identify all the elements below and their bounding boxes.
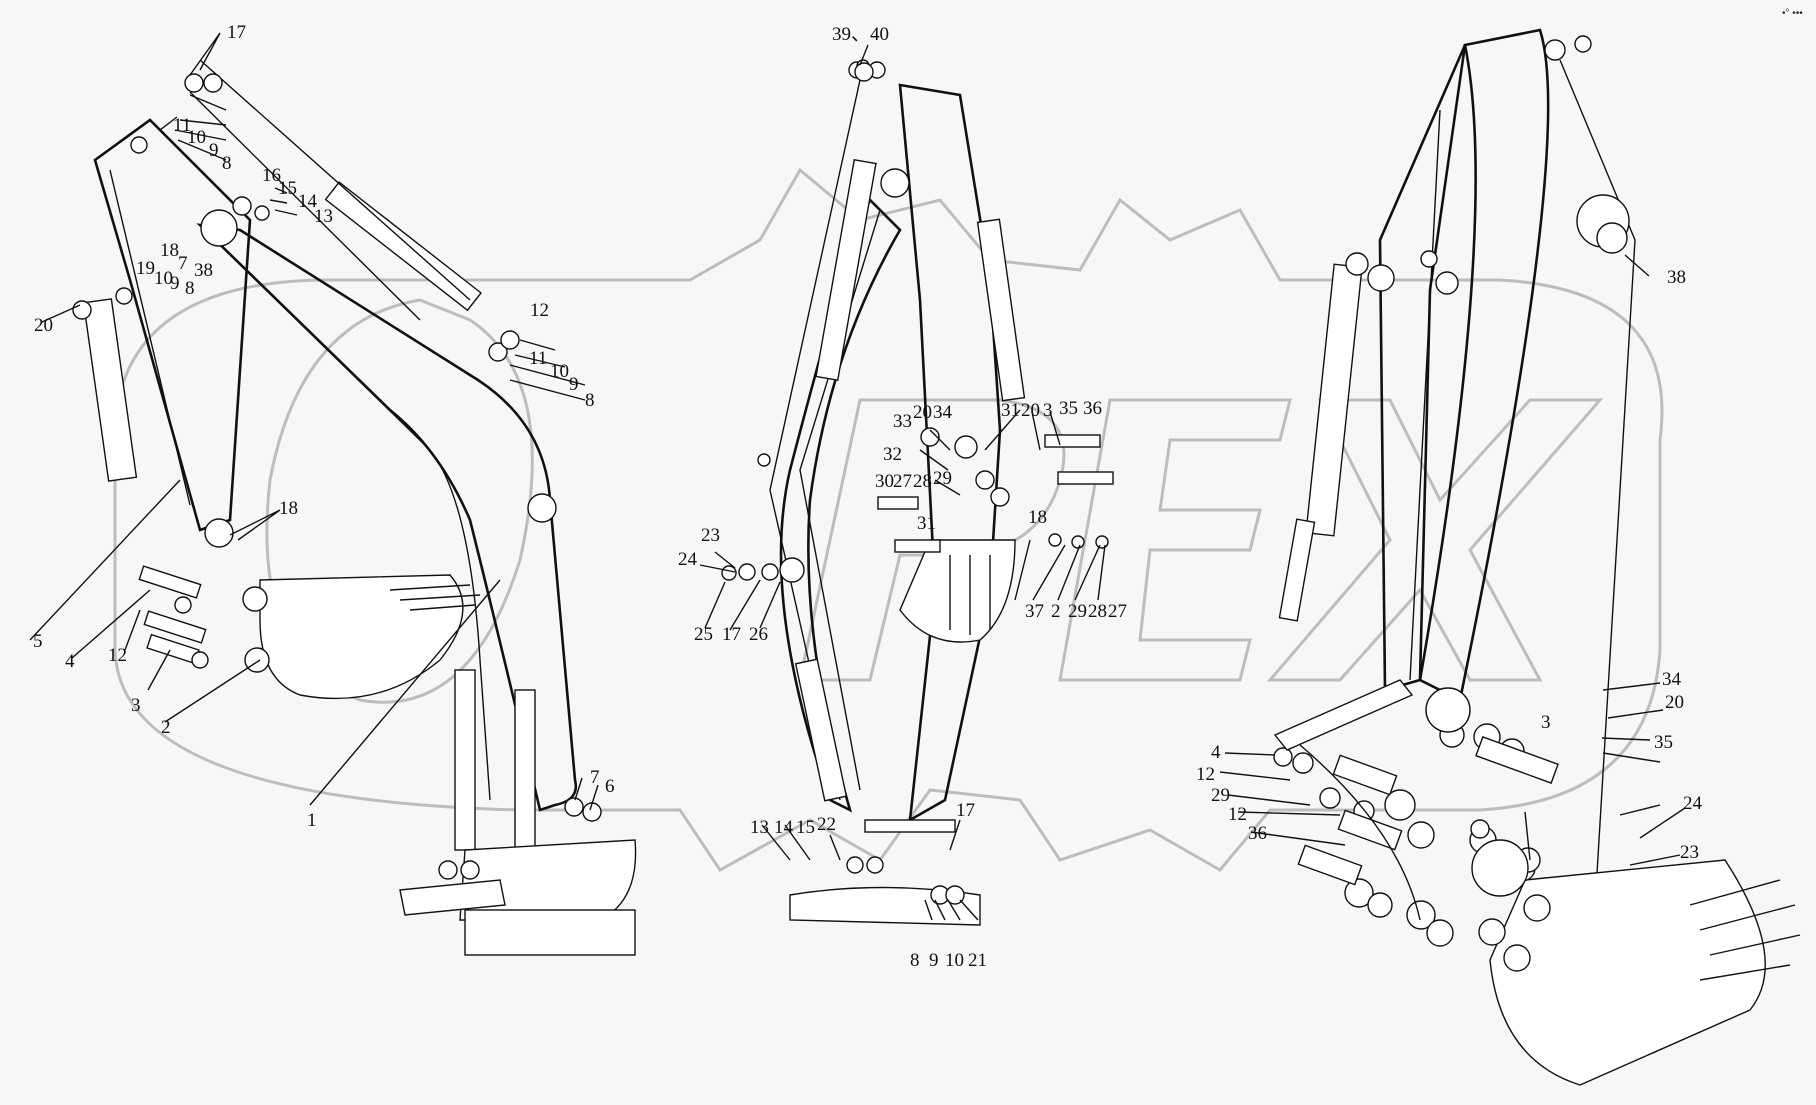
callout-label: 10: [945, 950, 964, 971]
callout-label: 12: [1196, 764, 1215, 785]
callout-label: 21: [968, 950, 987, 971]
callout-label: 14: [298, 191, 318, 212]
callout-label: 4: [1211, 742, 1221, 763]
watermark: [113, 167, 1664, 872]
callout-label: 27: [893, 471, 912, 492]
callout-label: 34: [933, 402, 953, 423]
callout-label: 9: [170, 273, 180, 294]
callout-label: 9: [209, 140, 219, 161]
right-assembly-drawing: [1219, 28, 1801, 1086]
callout-label: 17: [956, 800, 975, 821]
callout-label: 3: [1541, 712, 1551, 733]
callout-label: 19: [136, 258, 155, 279]
callout-label: 1: [307, 810, 317, 831]
center-arm-outline: [898, 83, 1002, 823]
callout-label: 9: [929, 950, 939, 971]
callout-label: 25: [694, 624, 713, 645]
callout-label: 33: [893, 411, 912, 432]
callout-label: 29: [933, 468, 952, 489]
callout-label: 26: [749, 624, 768, 645]
callout-label: 15: [796, 817, 815, 838]
callout-label: 16: [262, 165, 281, 186]
callout-label: 28: [1088, 601, 1107, 622]
callout-label: 2: [1051, 601, 1061, 622]
callout-label: 31: [917, 513, 936, 534]
callout-label: 3: [1043, 400, 1053, 421]
center-callouts: 39、40 33 20 34 31 20 3 35 36 32 30 27 28…: [678, 24, 1127, 971]
callout-label: 12: [108, 645, 127, 666]
callout-label: 9: [569, 374, 579, 395]
callout-label: 36: [1248, 823, 1267, 844]
callout-label: 8: [222, 153, 232, 174]
center-assembly-drawing: [699, 44, 1114, 926]
callout-label: 10: [550, 361, 569, 382]
callout-label: 13: [750, 817, 769, 838]
callout-label: 20: [913, 402, 932, 423]
callout-label: 8: [185, 278, 195, 299]
callout-label: 6: [605, 776, 615, 797]
callout-label: 24: [1683, 793, 1703, 814]
callout-label: 27: [1108, 601, 1127, 622]
callout-label: 7: [178, 253, 188, 274]
callout-label: 10: [154, 268, 173, 289]
callout-label: 22: [817, 814, 836, 835]
callout-label: 17: [722, 624, 741, 645]
callout-label: 8: [585, 390, 595, 411]
callout-label: 14: [774, 817, 794, 838]
callout-label: 18: [160, 240, 179, 261]
callout-label: 7: [590, 767, 600, 788]
callout-label: 38: [194, 260, 213, 281]
left-arm-outline: [93, 118, 252, 532]
callout-label: 35: [1059, 398, 1078, 419]
callout-label: 36: [1083, 398, 1102, 419]
callout-label: 24: [678, 549, 698, 570]
callout-label: 17: [227, 22, 246, 43]
callout-label: 12: [530, 300, 549, 321]
callout-label: 4: [65, 651, 75, 672]
callout-label: 29: [1211, 785, 1230, 806]
right-arm-outline: [1378, 44, 1467, 692]
left-assembly-drawing: [29, 32, 637, 956]
callout-label: 38: [1667, 267, 1686, 288]
callout-label: 3: [131, 695, 141, 716]
callout-label: 13: [314, 206, 333, 227]
callout-label: 8: [910, 950, 920, 971]
corner-mark: •° •••: [1782, 8, 1803, 19]
callout-label: 15: [278, 178, 297, 199]
callout-label: 10: [187, 127, 206, 148]
callout-label: 35: [1654, 732, 1673, 753]
right-callouts: 38 34 20 3 35 4 12 29 12 36 24 23: [1196, 267, 1703, 863]
callout-label: 11: [173, 115, 191, 136]
left-callouts: 17 11 10 9 8 16 15 14 13 18 7 38 19 10 9…: [33, 22, 615, 831]
callout-label: 5: [33, 631, 43, 652]
callout-label: 20: [34, 315, 53, 336]
callout-label: 34: [1662, 669, 1682, 690]
callout-label: 18: [279, 498, 298, 519]
callout-label: 23: [701, 525, 720, 546]
callout-label: 20: [1021, 400, 1040, 421]
callout-label: 28: [913, 471, 932, 492]
callout-label: 23: [1680, 842, 1699, 863]
callout-label: 37: [1025, 601, 1044, 622]
callout-label: 12: [1228, 804, 1247, 825]
callout-label: 39、40: [832, 24, 889, 45]
callout-label: 2: [161, 717, 171, 738]
callout-label: 29: [1068, 601, 1087, 622]
callout-label: 18: [1028, 507, 1047, 528]
callout-label: 32: [883, 444, 902, 465]
callout-label: 20: [1665, 692, 1684, 713]
callout-label: 30: [875, 471, 894, 492]
callout-label: 11: [529, 348, 547, 369]
callout-label: 31: [1001, 400, 1020, 421]
